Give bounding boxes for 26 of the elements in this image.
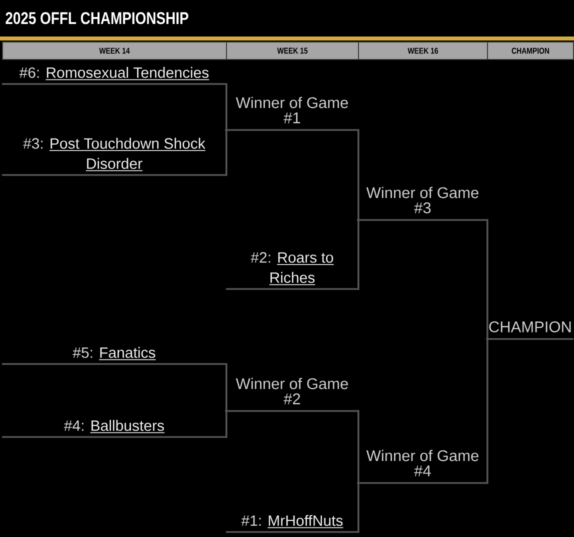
bracket-line — [357, 482, 360, 533]
bracket-slot: #2: Roars to Riches — [226, 252, 358, 290]
bracket-line — [225, 129, 228, 176]
bracket-slot: Winner of Game #1 — [226, 96, 358, 131]
bracket-slot: Winner of Game #3 — [358, 186, 488, 221]
bracket-line — [225, 83, 228, 131]
bracket-slot: #6: Romosexual Tendencies — [2, 66, 226, 85]
bracket-line — [357, 219, 360, 290]
bracket-line — [225, 410, 228, 438]
bracket-slot: Winner of Game #2 — [226, 378, 358, 412]
column-header: WEEK 16 — [358, 42, 488, 60]
bracket-line — [225, 363, 228, 412]
bracket-slot: #4: Ballbusters — [2, 420, 226, 438]
bracket-slot: #1: MrHoffNuts — [226, 514, 358, 533]
column-header: WEEK 14 — [2, 42, 227, 60]
bracket-slot: #3: Post Touchdown Shock Disorder — [2, 138, 226, 176]
bracket-slot: CHAMPION — [487, 321, 574, 340]
bracket-slot: Winner of Game #4 — [358, 450, 488, 484]
column-header: WEEK 15 — [226, 42, 359, 60]
bracket-line — [357, 129, 360, 221]
column-header: CHAMPION — [487, 42, 574, 60]
bracket-line — [486, 338, 488, 484]
bracket-slot: #5: Fanatics — [2, 346, 226, 365]
bracket-line — [486, 219, 488, 340]
bracket-line — [357, 410, 360, 484]
title: 2025 OFFL CHAMPIONSHIP — [6, 12, 188, 24]
